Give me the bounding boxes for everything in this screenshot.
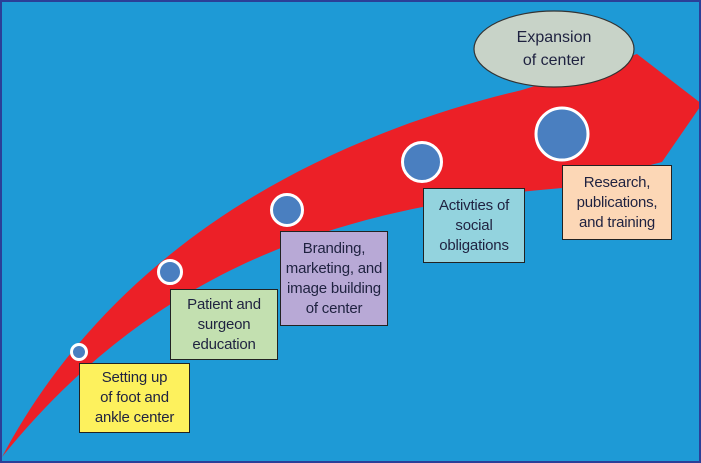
step-box-1: Setting up of foot and ankle center: [79, 363, 190, 433]
step-box-5: Research, publications, and training: [562, 165, 672, 240]
step-node-2: [157, 259, 183, 285]
step-box-4: Activties of social obligations: [423, 188, 525, 263]
step-node-3: [270, 193, 304, 227]
step-node-5: [534, 106, 590, 162]
step-node-1: [70, 343, 88, 361]
goal-ellipse: [473, 10, 635, 88]
growth-arrow: [2, 54, 699, 457]
step-box-3: Branding, marketing, and image building …: [280, 231, 388, 326]
step-box-2: Patient and surgeon education: [170, 289, 278, 360]
step-node-4: [401, 141, 443, 183]
goal-label: Expansion of center: [516, 29, 592, 69]
